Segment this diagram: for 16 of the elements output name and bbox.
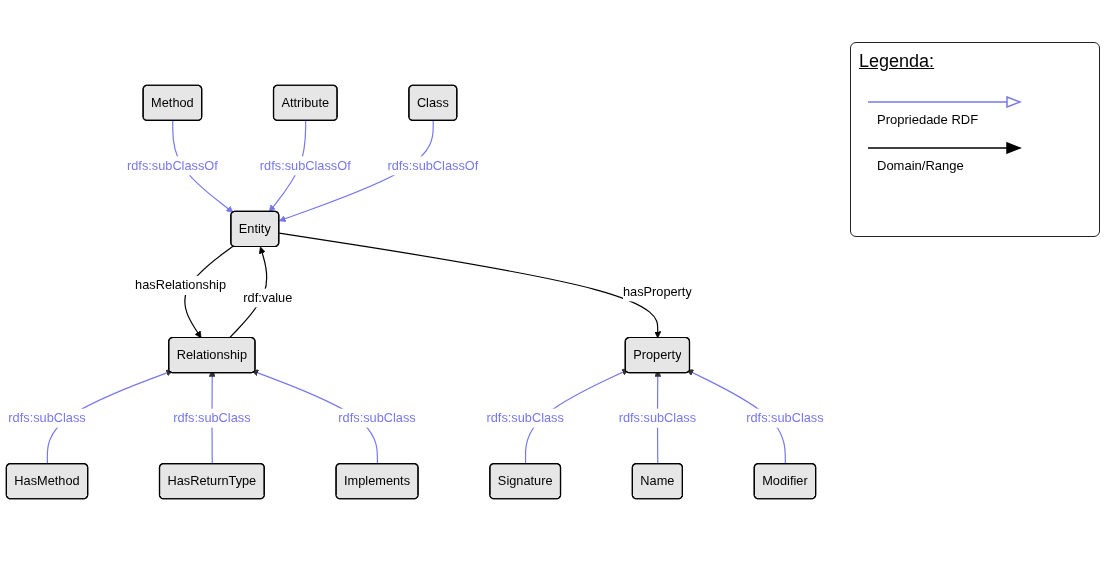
edge-label: rdfs:subClass (8, 410, 86, 425)
edge-label: rdfs:subClassOf (126, 158, 218, 173)
edge-label: rdf:value (243, 290, 293, 305)
legend-text: Domain/Range (877, 158, 964, 173)
legend-text: Propriedade RDF (877, 112, 979, 127)
edge-label: rdfs:subClassOf (387, 158, 479, 173)
edge-label: rdfs:subClass (618, 410, 697, 425)
edge-label: hasRelationship (135, 278, 226, 292)
edge-label: rdfs:subClass (746, 410, 824, 425)
edge-label: rdfs:subClass (486, 410, 564, 425)
arrow (278, 232, 662, 339)
legend-heading: Legenda: (859, 51, 935, 72)
edge-label: rdfs:subClass (338, 410, 416, 425)
edge-label: rdfs:subClassOf (259, 158, 351, 173)
edge-label: hasProperty (622, 284, 692, 299)
edge-label: rdfs:subClass (173, 410, 251, 425)
